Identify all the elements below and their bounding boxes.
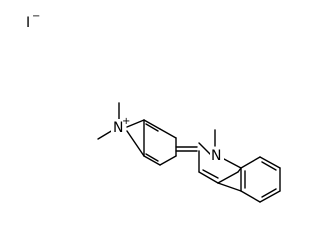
- ammonium-nitrogen: N +: [111, 116, 130, 136]
- chemical-structure: I −: [26, 11, 281, 203]
- iodide-charge: −: [32, 11, 40, 22]
- bond-c8-c7: [259, 156, 281, 169]
- bond-n1-c8a: [223, 158, 242, 169]
- bond-c6-c5: [259, 190, 281, 203]
- bond-c2q-n1: [198, 142, 213, 157]
- bond-c6-c5-double: [261, 188, 277, 198]
- bond-c1-c2: [143, 119, 161, 130]
- bond-c5-c6: [143, 155, 161, 166]
- bond-c3q-c4q: [198, 171, 219, 184]
- bond-c4q-c4a: [217, 171, 239, 184]
- quinoline-nitrogen: N: [210, 147, 224, 164]
- bond-n-c1: [126, 119, 145, 128]
- bond-c8-c7-double: [261, 161, 277, 171]
- iodide-symbol: I: [26, 15, 30, 31]
- bond-c2-c3: [159, 128, 177, 139]
- ammonium-nitrogen-symbol: N: [113, 120, 123, 136]
- bond-skeleton: [97, 102, 281, 203]
- bond-c5-c6-double: [145, 153, 159, 162]
- bond-c3q-c4q-double: [202, 169, 219, 179]
- bond-c8a-c8: [240, 156, 261, 169]
- bond-c4q-c5-ring: [217, 182, 242, 192]
- quinoline-nitrogen-symbol: N: [211, 148, 221, 164]
- bond-c5-c4a: [240, 190, 261, 203]
- iodide-ion: I −: [26, 11, 40, 31]
- bond-c1-c2-double: [145, 123, 159, 132]
- bond-c6-n: [126, 130, 145, 157]
- bond-c4-c5: [159, 155, 177, 166]
- ammonium-nitrogen-charge: +: [122, 116, 130, 127]
- bond-n-methyl-left: [97, 129, 114, 140]
